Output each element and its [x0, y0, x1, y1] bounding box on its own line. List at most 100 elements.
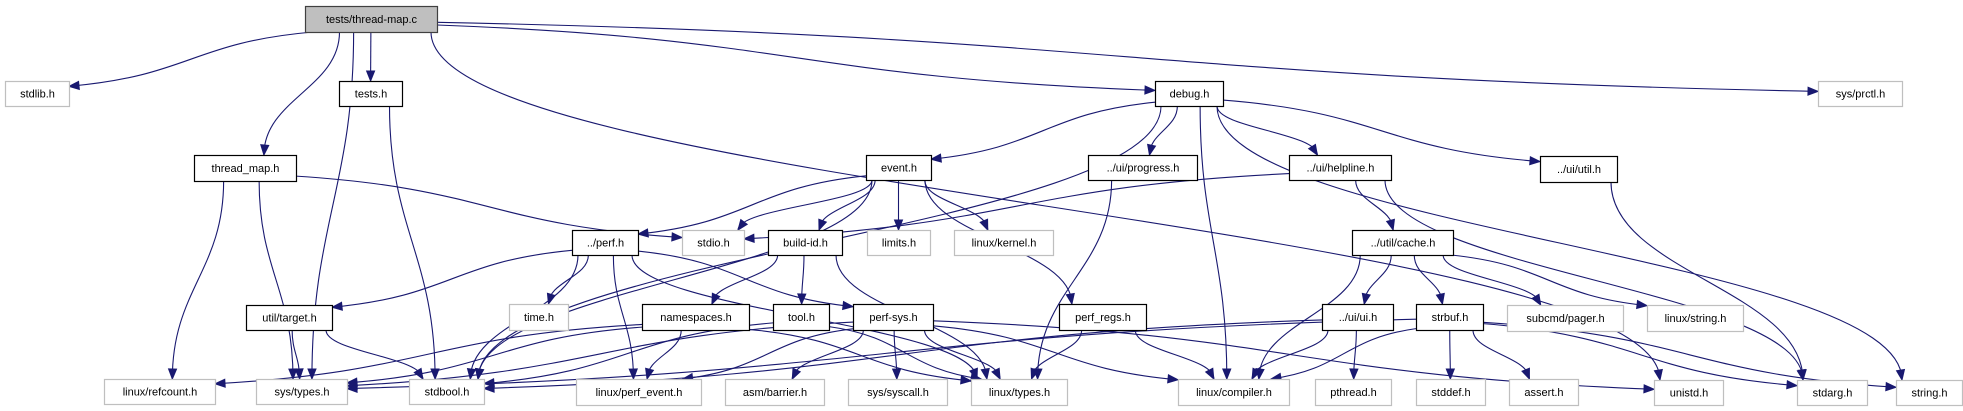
arrowhead-icon — [1167, 374, 1180, 384]
node-box[interactable] — [1321, 303, 1395, 332]
arrowhead-icon — [365, 70, 376, 83]
edge-tests-h-to-stdbool-h — [388, 105, 436, 380]
node-pthread-h: pthread.h — [1314, 378, 1393, 407]
arrowhead-icon — [929, 153, 942, 163]
node-limits-h: limits.h — [866, 229, 932, 257]
node-debug-h[interactable]: debug.h — [1154, 80, 1225, 108]
node-label: ../ui/ui.h — [1339, 312, 1378, 324]
node-tests-h[interactable]: tests.h — [338, 80, 404, 108]
node-box — [408, 378, 486, 406]
node-perf-sys-h[interactable]: perf-sys.h — [852, 303, 935, 332]
node-linux-refcount-h: linux/refcount.h — [103, 378, 217, 406]
node-box — [508, 303, 570, 332]
node-box[interactable] — [1415, 303, 1485, 332]
arrowhead-icon — [991, 367, 1001, 381]
node-box — [1817, 80, 1904, 108]
node-thread-map-h[interactable]: thread_map.h — [193, 154, 298, 183]
arrowhead-icon — [213, 378, 226, 388]
edge-namespaces-h-to-linux-types-h — [748, 328, 972, 382]
node-box — [681, 229, 746, 257]
node-label: event.h — [881, 163, 917, 175]
node-label: linux/kernel.h — [972, 238, 1037, 250]
edge-namespaces-h-to-linux-refcount-h — [214, 323, 643, 385]
node-ui-helpline-h[interactable]: ../ui/helpline.h — [1288, 154, 1393, 182]
node-perf-h[interactable]: ../perf.h — [571, 229, 640, 257]
arrowhead-icon — [1529, 155, 1542, 166]
node-box[interactable] — [245, 304, 334, 332]
node-label: util/target.h — [262, 313, 316, 325]
node-label: tests.h — [355, 89, 387, 101]
node-box — [970, 378, 1069, 407]
edge-perf-h-to-util-target-h — [331, 249, 573, 308]
node-label: tests/thread-map.c — [326, 14, 418, 26]
edge-thread-map-c-to-stdlib-h — [68, 31, 313, 87]
arrowhead-icon — [1885, 381, 1898, 392]
node-box — [304, 5, 439, 34]
arrowhead-icon — [1653, 368, 1663, 382]
edge-namespaces-h-to-sys-types-h — [346, 326, 643, 384]
node-box[interactable] — [1087, 154, 1199, 182]
node-stdbool-h: stdbool.h — [408, 378, 486, 406]
node-box — [1415, 378, 1487, 407]
node-namespaces-h[interactable]: namespaces.h — [641, 303, 751, 332]
node-box[interactable] — [772, 303, 831, 332]
node-label: sys/prctl.h — [1836, 89, 1886, 101]
edge-debug-h-to-event-h — [930, 101, 1156, 160]
arrowhead-icon — [1144, 85, 1157, 95]
node-strbuf-h[interactable]: strbuf.h — [1415, 303, 1485, 332]
node-ui-progress-h[interactable]: ../ui/progress.h — [1087, 154, 1199, 182]
node-box — [4, 80, 71, 108]
arrowhead-icon — [1807, 86, 1820, 96]
node-box[interactable] — [852, 303, 935, 332]
arrowhead-icon — [1204, 367, 1215, 381]
node-box[interactable] — [767, 229, 844, 257]
node-label: ../perf.h — [587, 238, 624, 250]
node-label: limits.h — [882, 238, 916, 250]
edge-debug-h-to-linux-compiler-h — [1199, 105, 1228, 380]
edge-strbuf-h-to-linux-compiler-h — [1270, 328, 1417, 380]
node-build-id-h[interactable]: build-id.h — [767, 229, 844, 257]
node-box — [103, 378, 217, 406]
node-box[interactable] — [1288, 154, 1393, 182]
node-box[interactable] — [1351, 229, 1455, 257]
node-linux-compiler-h: linux/compiler.h — [1177, 378, 1291, 407]
edge-build-id-h-to-namespaces-h — [711, 254, 779, 305]
node-ui-util-h[interactable]: ../ui/util.h — [1539, 155, 1619, 184]
node-label: subcmd/pager.h — [1526, 313, 1604, 325]
arrowhead-icon — [167, 368, 178, 381]
node-box — [1646, 304, 1745, 333]
node-box — [953, 229, 1055, 257]
arrowhead-icon — [67, 80, 80, 91]
node-ui-ui-h[interactable]: ../ui/ui.h — [1321, 303, 1395, 332]
node-box[interactable] — [1539, 155, 1619, 184]
node-box — [1895, 379, 1963, 407]
node-box[interactable] — [1154, 80, 1225, 108]
arrowhead-icon — [1065, 292, 1075, 306]
arrowhead-icon — [1895, 368, 1906, 382]
node-perf-regs-h[interactable]: perf_regs.h — [1058, 303, 1148, 332]
node-time-h: time.h — [508, 303, 570, 332]
node-stdio-h: stdio.h — [681, 229, 746, 257]
node-box[interactable] — [193, 154, 298, 183]
node-label: stddef.h — [1431, 387, 1470, 399]
arrowhead-icon — [628, 368, 638, 381]
node-box[interactable] — [641, 303, 751, 332]
node-util-target-h[interactable]: util/target.h — [245, 304, 334, 332]
node-box[interactable] — [338, 80, 404, 108]
node-tool-h[interactable]: tool.h — [772, 303, 831, 332]
arrowhead-icon — [1030, 367, 1040, 381]
node-box[interactable] — [571, 229, 640, 257]
node-box[interactable] — [1058, 303, 1148, 332]
node-event-h[interactable]: event.h — [865, 154, 933, 182]
edge-debug-h-to-string-h — [1216, 105, 1903, 381]
node-linux-string-h: linux/string.h — [1646, 304, 1745, 333]
node-sys-syscall-h: sys/syscall.h — [847, 378, 949, 407]
node-util-cache-h[interactable]: ../util/cache.h — [1351, 229, 1455, 257]
edge-ui-ui-h-to-linux-compiler-h — [1251, 329, 1329, 380]
arrowhead-icon — [1147, 143, 1157, 157]
edge-strbuf-h-to-sys-types-h — [346, 318, 1417, 390]
node-box[interactable] — [865, 154, 933, 182]
edge-debug-h-to-ui-helpline-h — [1216, 105, 1318, 156]
